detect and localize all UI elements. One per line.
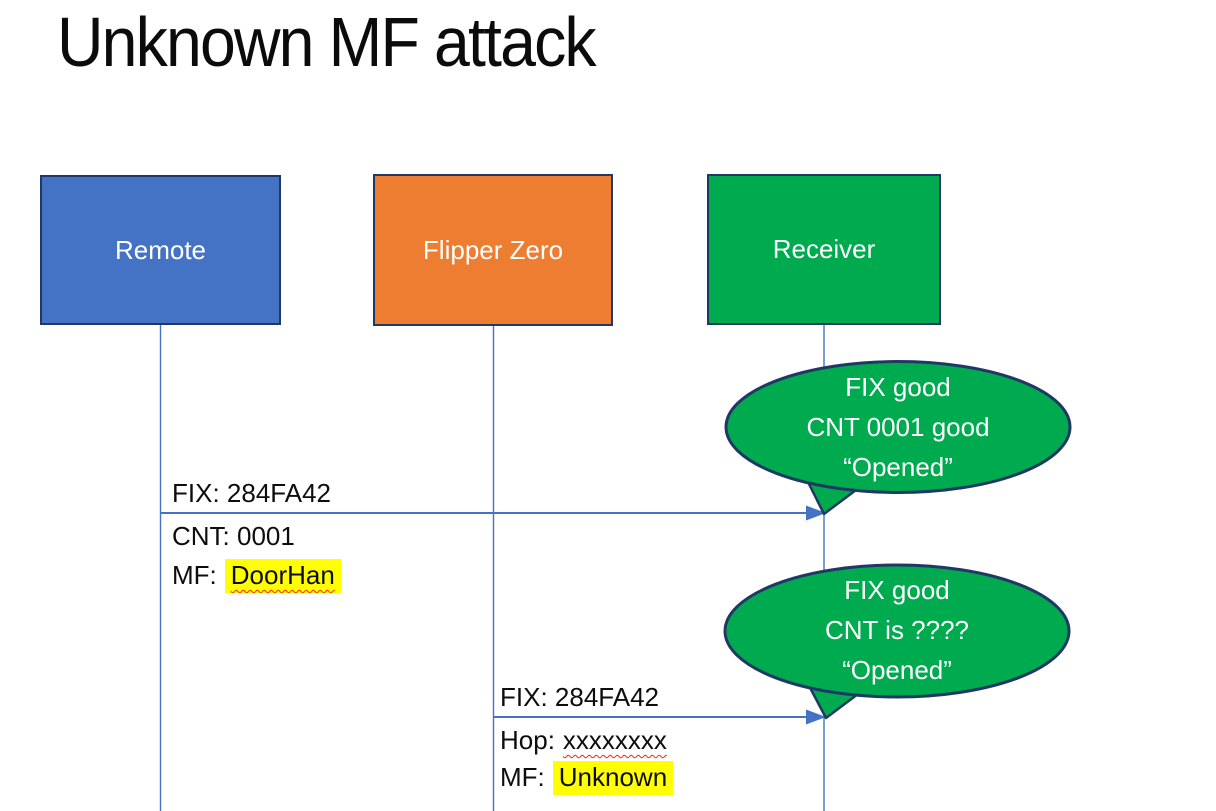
message2-mf-prefix: MF: — [500, 762, 545, 792]
bubble2-line3: “Opened” — [842, 655, 952, 685]
slide-title: Unknown MF attack — [57, 3, 597, 81]
actor-box-remote: Remote — [40, 175, 281, 325]
bubble1-line2: CNT 0001 good — [806, 412, 990, 442]
message1-mf-label: MF:DoorHan — [172, 558, 341, 593]
arrowhead-flipper-to-receiver — [806, 709, 826, 725]
message1-mf-prefix: MF: — [172, 560, 217, 590]
message1-fix-label: FIX: 284FA42 — [172, 476, 331, 510]
speech-bubble-1-text: FIX good CNT 0001 good “Opened” — [732, 364, 1064, 490]
speech-bubble-1 — [724, 360, 1072, 516]
bubble2-line2: CNT is ???? — [824, 615, 970, 645]
speech-bubble-2-text: FIX good CNT is ???? “Opened” — [731, 567, 1063, 693]
message2-hop-prefix: Hop: — [500, 725, 555, 755]
message2-fix-text: FIX: 284FA42 — [500, 682, 659, 712]
message1-mf-value-highlighted: DoorHan — [224, 559, 341, 593]
message1-cnt-text: CNT: 0001 — [172, 521, 295, 551]
actor-label-remote: Remote — [114, 234, 207, 265]
speech-bubble-2-ellipse — [723, 563, 1071, 699]
arrowhead-remote-to-receiver — [806, 505, 826, 521]
actor-label-flipper-zero: Flipper Zero — [422, 234, 564, 265]
actor-box-receiver: Receiver — [707, 174, 941, 325]
speech-bubble-1-ellipse — [724, 360, 1072, 494]
message1-cnt-label: CNT: 0001 — [172, 519, 295, 553]
actor-box-flipper-zero: Flipper Zero — [373, 174, 613, 326]
message1-fix-text: FIX: 284FA42 — [172, 478, 331, 508]
message2-fix-label: FIX: 284FA42 — [500, 680, 659, 714]
bubble2-line1: FIX good — [844, 575, 950, 605]
message2-hop-label: Hop:xxxxxxxx — [500, 723, 667, 757]
bubble1-line3: “Opened” — [843, 452, 953, 482]
actor-label-receiver: Receiver — [772, 234, 876, 264]
message2-hop-value: xxxxxxxx — [562, 725, 667, 755]
message2-mf-label: MF:Unknown — [500, 760, 674, 795]
speech-bubble-2 — [723, 563, 1071, 720]
message2-mf-value-highlighted: Unknown — [552, 761, 674, 795]
bubble1-line1: FIX good — [845, 372, 951, 402]
